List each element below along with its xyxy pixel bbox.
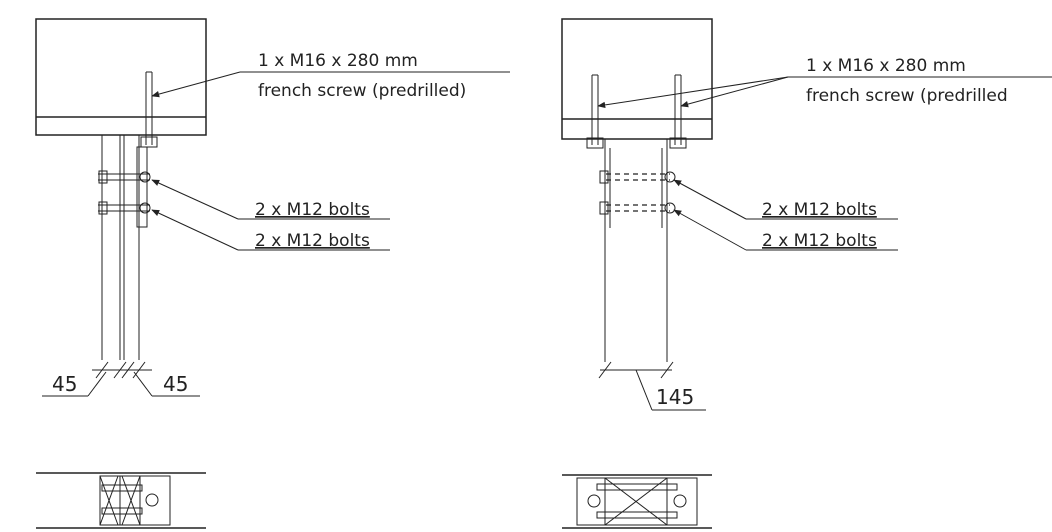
- left-bolt-upper-arrow: [151, 179, 239, 220]
- left-dim-right-label: 45: [163, 372, 188, 396]
- right-screw-label-line2: french screw (predrilled: [806, 86, 1008, 106]
- left-screw-label-line2: french screw (predrilled): [258, 81, 466, 101]
- right-dimension: [598, 361, 706, 411]
- right-bolt-lower-arrow: [673, 209, 747, 251]
- right-screw-arrow-right: [680, 76, 789, 108]
- right-bolt-lower: [599, 201, 676, 215]
- left-bolt-lower-arrow: [151, 209, 239, 251]
- left-dim-left-label: 45: [52, 372, 77, 396]
- left-screw-arrow: [151, 71, 241, 98]
- right-beam-block: [561, 18, 713, 140]
- left-bolt-lower-label: 2 x M12 bolts: [255, 231, 370, 251]
- left-french-screw: [140, 71, 158, 148]
- right-plan-view: [562, 474, 712, 529]
- right-french-screw-right: [669, 74, 687, 149]
- left-bolt-upper-label: 2 x M12 bolts: [255, 200, 370, 220]
- left-beam-block: [35, 18, 207, 136]
- right-bolt-lower-label: 2 x M12 bolts: [762, 231, 877, 251]
- right-bolt-upper: [599, 170, 676, 184]
- left-post-lines: [101, 135, 148, 360]
- right-bolt-upper-arrow: [673, 179, 747, 220]
- right-screw-label-line1: 1 x M16 x 280 mm: [806, 56, 966, 76]
- right-screw-arrow-left: [597, 76, 789, 109]
- left-screw-label-line1: 1 x M16 x 280 mm: [258, 51, 418, 71]
- right-french-screw-left: [586, 74, 604, 149]
- left-dimension: [42, 361, 200, 397]
- left-bolt-upper: [98, 170, 151, 184]
- right-bolt-upper-label: 2 x M12 bolts: [762, 200, 877, 220]
- left-plan-view: [36, 472, 206, 529]
- left-detail: 1 x M16 x 280 mm french screw (predrille…: [35, 18, 510, 529]
- right-post-lines: [604, 139, 668, 362]
- right-detail: 1 x M16 x 280 mm french screw (predrille…: [561, 18, 1052, 529]
- left-bolt-lower: [98, 201, 151, 215]
- right-dim-width-label: 145: [656, 385, 694, 409]
